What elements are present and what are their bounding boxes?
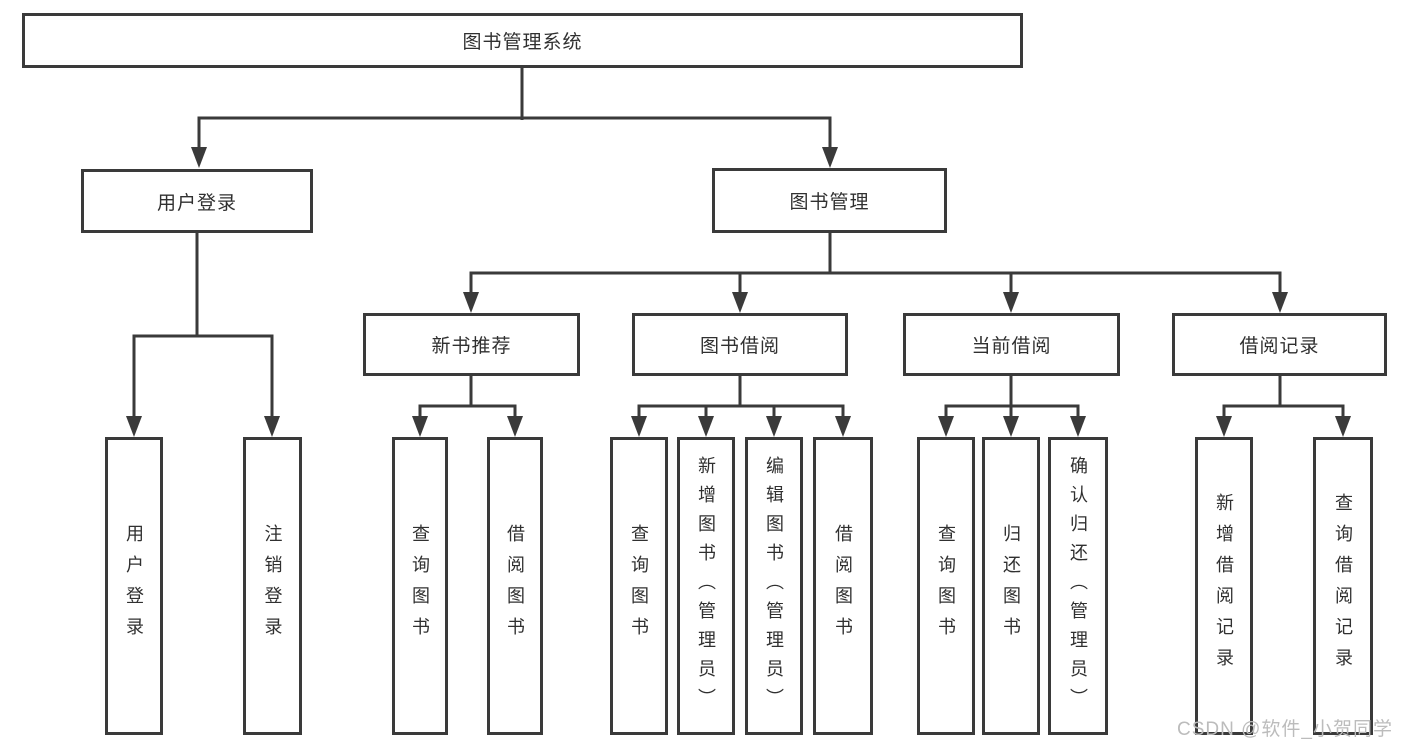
node-library-system: 图书管理系统 bbox=[22, 13, 1023, 68]
node-leaf-query-books-3: 查询图书 bbox=[917, 437, 975, 735]
node-leaf-add-borrow-record: 新增借阅记录 bbox=[1195, 437, 1253, 735]
node-borrowing-records: 借阅记录 bbox=[1172, 313, 1387, 376]
node-leaf-add-books-admin: 新增图书（管理员） bbox=[677, 437, 735, 735]
node-leaf-query-books-2: 查询图书 bbox=[610, 437, 668, 735]
node-user-login: 用户登录 bbox=[81, 169, 313, 233]
node-leaf-logout: 注销登录 bbox=[243, 437, 302, 735]
node-current-borrowing: 当前借阅 bbox=[903, 313, 1120, 376]
node-leaf-user-login: 用户登录 bbox=[105, 437, 163, 735]
node-book-management: 图书管理 bbox=[712, 168, 947, 233]
csdn-watermark: CSDN @软件_小贺同学 bbox=[1177, 719, 1393, 740]
node-book-borrowing: 图书借阅 bbox=[632, 313, 848, 376]
node-leaf-borrow-books-2: 借阅图书 bbox=[813, 437, 873, 735]
node-leaf-query-books-1: 查询图书 bbox=[392, 437, 448, 735]
node-new-book-recommend: 新书推荐 bbox=[363, 313, 580, 376]
node-leaf-edit-books-admin: 编辑图书（管理员） bbox=[745, 437, 803, 735]
node-leaf-borrow-books-1: 借阅图书 bbox=[487, 437, 543, 735]
node-leaf-query-borrow-record: 查询借阅记录 bbox=[1313, 437, 1373, 735]
node-leaf-confirm-return-admin: 确认归还（管理员） bbox=[1048, 437, 1108, 735]
node-leaf-return-books: 归还图书 bbox=[982, 437, 1040, 735]
